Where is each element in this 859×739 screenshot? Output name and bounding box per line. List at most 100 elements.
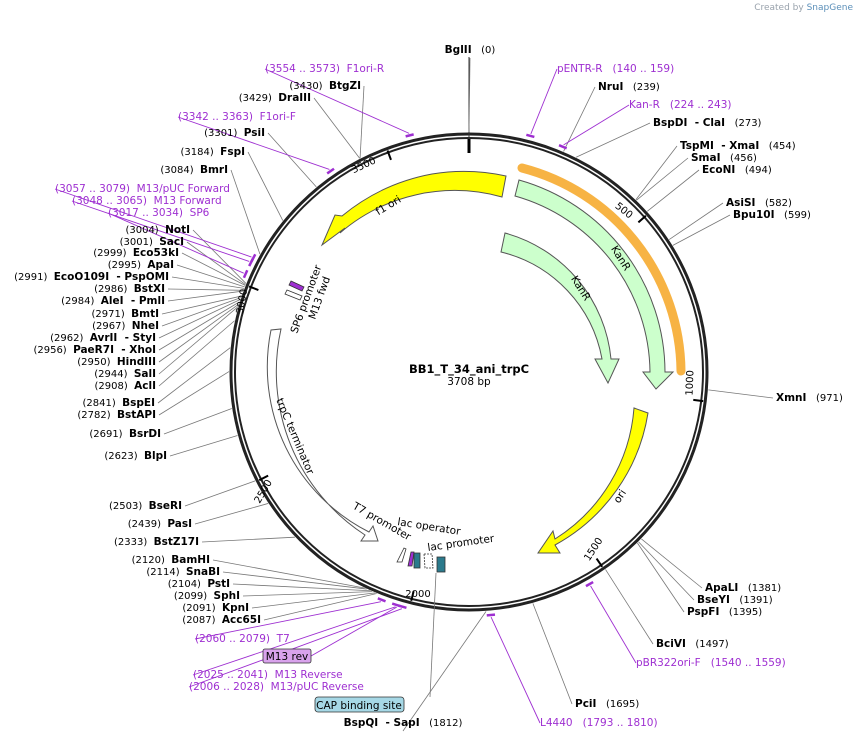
primer-label: (2006 .. 2028) M13/pUC Reverse — [189, 681, 364, 693]
feature-lac-promoter[interactable]: lac promoter — [427, 533, 496, 554]
f1-ori-arrow[interactable] — [320, 170, 507, 247]
feature-kanr-inner[interactable]: KanR — [500, 232, 620, 385]
enzyme-name: SnaBI — [186, 566, 220, 578]
lac-promoter-glyph[interactable] — [436, 556, 446, 573]
primer-m13-rev-box[interactable]: M13 rev — [262, 648, 312, 664]
feature-sp6-promoter[interactable]: SP6 promoter M13 fwd — [284, 263, 333, 335]
enzyme-nhei-site[interactable]: (2967) NheI — [92, 320, 159, 332]
feature-kanr-outer[interactable]: KanR — [514, 179, 675, 390]
enzyme-pcii-site[interactable]: PciI (1695) — [575, 698, 639, 710]
enzyme-bmti-site[interactable]: (2971) BmtI — [92, 308, 159, 320]
enzyme-psti-site[interactable]: (2104) PstI — [168, 578, 230, 590]
enzyme-hindiii-site[interactable]: (2950) HindIII — [77, 356, 156, 368]
enzyme-bamhi-site[interactable]: (2120) BamHI — [132, 554, 210, 566]
primer-f1ori-r[interactable]: (3554 .. 3573) F1ori-R — [265, 63, 414, 138]
enzyme-bpu10i-site[interactable]: Bpu10I (599) — [733, 209, 811, 221]
enzyme-blpi-site[interactable]: (2623) BlpI — [104, 450, 167, 462]
enzyme-acc65i-site[interactable]: (2087) Acc65I — [182, 614, 261, 626]
enzyme-name: NheI — [132, 320, 159, 332]
enzyme-leader-bspqi — [402, 611, 487, 732]
primer-leader — [188, 608, 403, 688]
enzyme-psii-site[interactable]: (3301) PsiI — [204, 127, 265, 139]
ori-arrow[interactable] — [537, 407, 649, 554]
lac-operator-glyph[interactable] — [413, 552, 421, 569]
enzyme-kpni-site[interactable]: (2091) KpnI — [182, 602, 249, 614]
primer-pbr322ori-f[interactable]: pBR322ori-F (1540 .. 1559) — [585, 580, 786, 669]
primer-m13-puc-reverse[interactable]: (2006 .. 2028) M13/pUC Reverse — [189, 604, 407, 693]
primer-m13-forward[interactable]: (3048 .. 3065) M13 Forward — [72, 195, 255, 267]
enzyme-bstapi-site[interactable]: (2782) BstAPI — [77, 409, 156, 421]
primer-t7[interactable]: (2060 .. 2079) T7 — [195, 597, 386, 645]
enzyme-bstxi-site[interactable]: (2986) BstXI — [94, 283, 165, 295]
enzyme-name: SalI — [134, 368, 156, 380]
feature-f1-ori[interactable]: f1 ori — [320, 170, 507, 247]
enzyme-sali-site[interactable]: (2944) SalI — [94, 368, 156, 380]
enzyme-label: (2120) BamHI — [132, 554, 210, 566]
cap-site-glyph[interactable] — [423, 553, 434, 569]
enzyme-bcivi-site[interactable]: BciVI (1497) — [656, 638, 729, 650]
enzyme-bglii-site[interactable]: BglII (0) — [445, 44, 496, 56]
enzyme-eco53ki-site[interactable]: (2999) Eco53kI — [93, 247, 179, 259]
enzyme-alei-site[interactable]: (2984) AleI - PmlI — [61, 295, 165, 307]
enzyme-tspmi-site[interactable]: TspMI - XmaI (454) — [680, 140, 796, 152]
enzyme-asisi-site[interactable]: AsiSI (582) — [726, 197, 792, 209]
enzyme-bspdi-site[interactable]: BspDI - ClaI (273) — [653, 117, 762, 129]
primer-sp6[interactable]: (3017 .. 3034) SP6 — [108, 207, 249, 279]
enzyme-leader-smai — [636, 157, 689, 201]
enzyme-paer7i-site[interactable]: (2956) PaeR7I - XhoI — [33, 344, 156, 356]
enzyme-btgzi-site[interactable]: (3430) BtgZI — [289, 80, 361, 92]
enzyme-nrui-site[interactable]: NruI (239) — [598, 81, 660, 93]
enzyme-xmni-site[interactable]: XmnI (971) — [776, 392, 843, 404]
enzyme-draiii-site[interactable]: (3429) DraIII — [239, 92, 311, 104]
kanr-highlight-arc[interactable] — [517, 163, 686, 376]
enzyme-fspi-site[interactable]: (3184) FspI — [181, 146, 245, 158]
enzyme-name: NotI — [165, 224, 190, 236]
lac-promoter-label: lac promoter — [427, 533, 496, 554]
enzyme-avrii-site[interactable]: (2962) AvrII - StyI — [50, 332, 156, 344]
enzyme-label: (3001) SacI — [120, 236, 184, 248]
enzyme-bseyi-site[interactable]: BseYI (1391) — [697, 594, 773, 606]
primer-f1ori-f[interactable]: (3342 .. 3363) F1ori-F — [178, 111, 335, 175]
primer-l4440[interactable]: L4440 (1793 .. 1810) — [486, 613, 658, 729]
enzyme-name: BspEI — [122, 397, 155, 409]
sp6-promoter-arrow[interactable] — [288, 280, 305, 292]
feature-kanr-highlight[interactable] — [517, 163, 686, 376]
enzyme-acli-site[interactable]: (2908) AclI — [95, 380, 156, 392]
enzyme-apai-site[interactable]: (2995) ApaI — [108, 259, 174, 271]
primer-kan-r[interactable]: Kan-R (224 .. 243) — [558, 99, 732, 150]
enzyme-name: BtgZI — [329, 80, 361, 92]
feature-ori[interactable]: ori — [537, 407, 649, 554]
primer-pentr-r[interactable]: pENTR-R (140 .. 159) — [526, 63, 674, 139]
enzyme-leader-acc65i — [263, 593, 377, 621]
enzyme-bstz17i-site[interactable]: (2333) BstZ17I — [114, 536, 199, 548]
feature-cap-binding-site[interactable]: CAP binding site — [314, 696, 405, 713]
trpc-terminator-arrow[interactable] — [266, 328, 379, 542]
primer-m13-puc-forward[interactable]: (3057 .. 3079) M13/pUC Forward — [55, 183, 257, 263]
enzyme-bmri-site[interactable]: (3084) BmrI — [160, 164, 228, 176]
enzyme-noti-site[interactable]: (3004) NotI — [125, 224, 190, 236]
m13-fwd-arrow[interactable] — [284, 289, 303, 301]
enzyme-saci-site[interactable]: (3001) SacI — [120, 236, 184, 248]
kanr-inner-arrow[interactable] — [500, 232, 620, 385]
m13-rev-glyph[interactable] — [407, 551, 415, 567]
primer-m13-reverse[interactable]: (2025 .. 2041) M13 Reverse — [193, 602, 401, 681]
enzyme-ecoo109i-site[interactable]: (2991) EcoO109I - PspOMI — [14, 271, 169, 283]
enzyme-leader-hindiii — [158, 303, 240, 363]
enzyme-econi-site[interactable]: EcoNI (494) — [702, 164, 772, 176]
enzyme-position: (3001) — [120, 237, 160, 248]
primer-range: (224 .. 243) — [670, 99, 732, 111]
enzyme-bseri-site[interactable]: (2503) BseRI — [109, 500, 182, 512]
enzyme-smai-site[interactable]: SmaI (456) — [691, 152, 757, 164]
enzyme-snabi-site[interactable]: (2114) SnaBI — [146, 566, 220, 578]
lac-region-glyphs[interactable] — [396, 547, 446, 573]
kanr-outer-arrow[interactable] — [514, 179, 675, 390]
enzyme-bsrdi-site[interactable]: (2691) BsrDI — [89, 428, 161, 440]
t7-promoter-glyph[interactable] — [396, 547, 407, 563]
enzyme-label: Bpu10I (599) — [733, 209, 811, 221]
enzyme-pasi-site[interactable]: (2439) PasI — [128, 518, 192, 530]
enzyme-pspfi-site[interactable]: PspFI (1395) — [687, 606, 762, 618]
enzyme-bspei-site[interactable]: (2841) BspEI — [83, 397, 155, 409]
enzyme-apali-site[interactable]: ApaLI (1381) — [705, 582, 781, 594]
enzyme-sphi-site[interactable]: (2099) SphI — [174, 590, 240, 602]
enzyme-bspqi-site[interactable]: BspQI - SapI (1812) — [344, 717, 463, 729]
